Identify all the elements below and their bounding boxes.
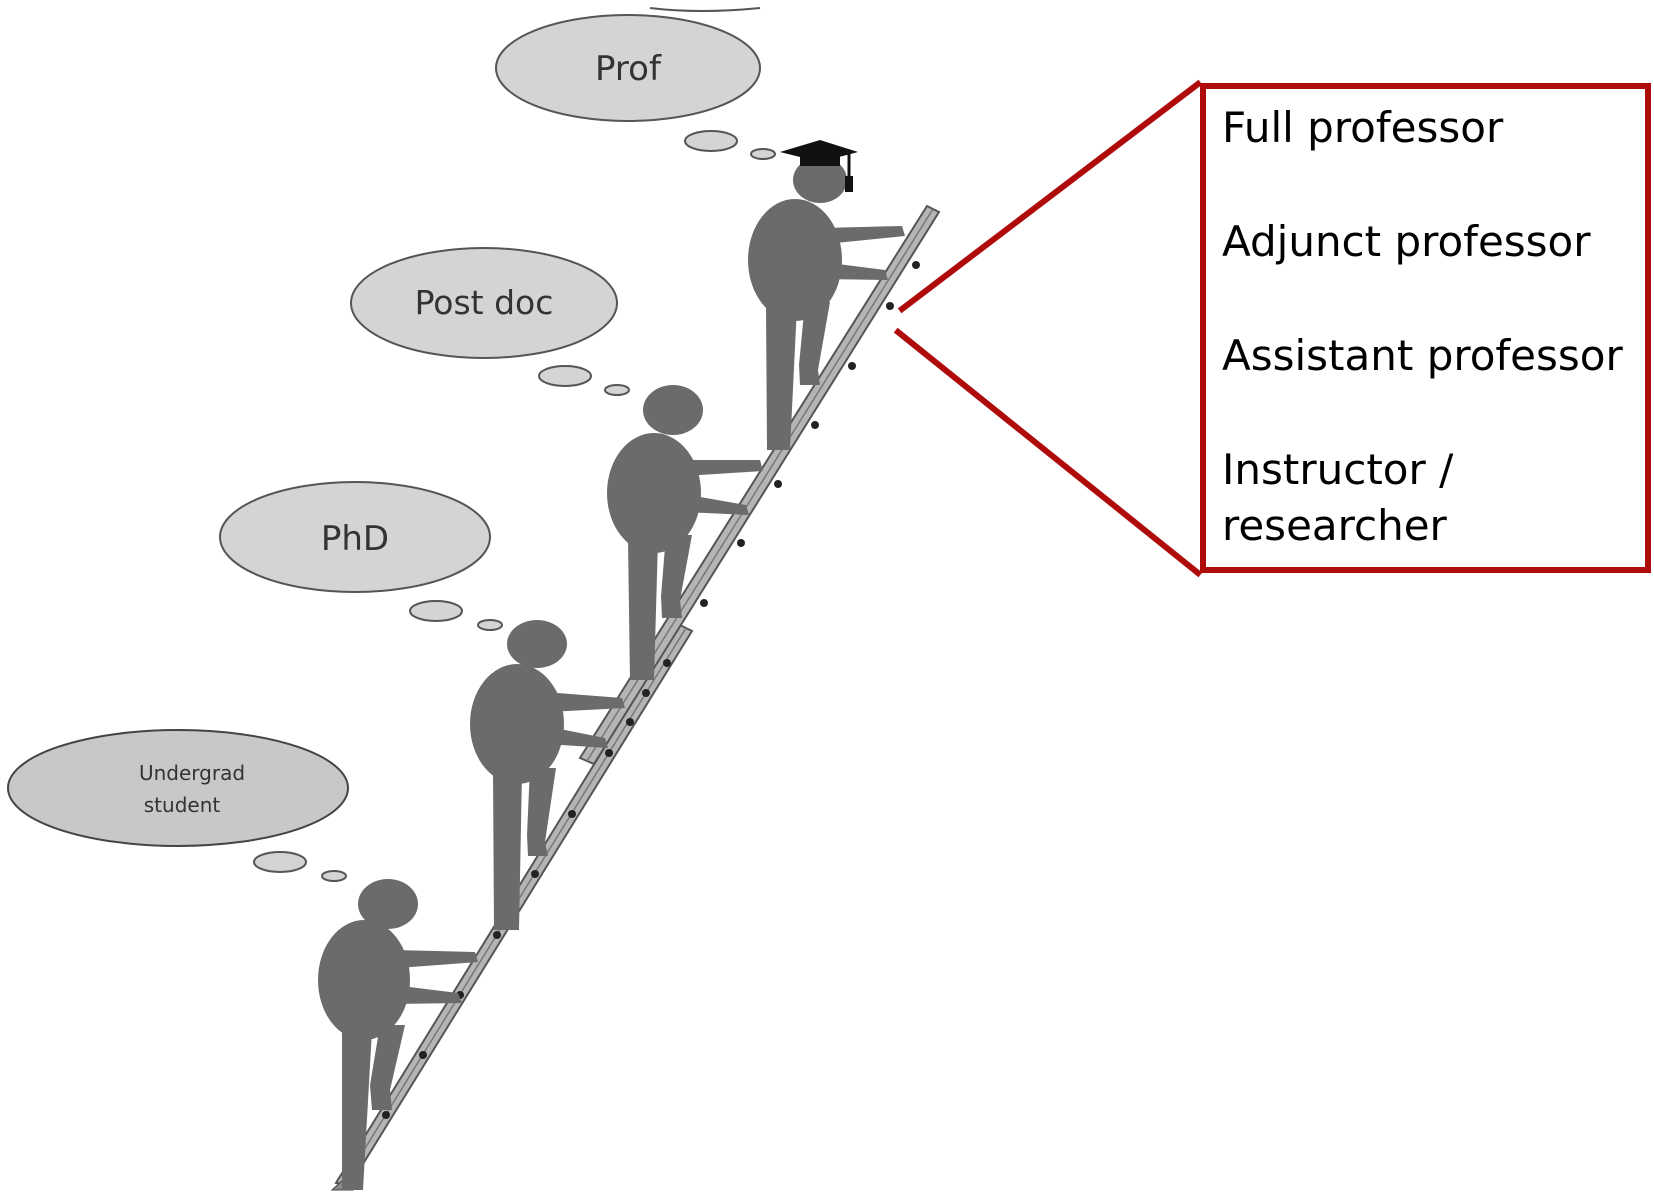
bubble-undergrad: Undergrad student xyxy=(7,729,349,882)
climber-undergrad xyxy=(318,879,478,1190)
cropped-bubble-top xyxy=(649,7,761,12)
climber-prof xyxy=(748,157,905,450)
positions-box xyxy=(1200,83,1651,573)
bubble-phd: PhD xyxy=(219,481,503,631)
graduation-cap-icon xyxy=(780,140,858,192)
climber-postdoc xyxy=(607,385,763,680)
position-item: Assistant professor xyxy=(1222,331,1623,380)
bubble-prof-label: Prof xyxy=(595,49,662,89)
position-item: Full professor xyxy=(1222,103,1504,152)
bubble-prof: Prof xyxy=(495,14,776,160)
bubble-phd-label: PhD xyxy=(321,519,389,559)
bubble-postdoc-label: Post doc xyxy=(415,283,554,322)
callout-lines xyxy=(893,79,1203,578)
climber-phd xyxy=(470,620,625,930)
bubble-undergrad-label-line1: Undergrad xyxy=(139,761,245,785)
position-item: Adjunct professor xyxy=(1222,217,1591,266)
positions-list: Full professor Adjunct professor Assista… xyxy=(1222,103,1623,550)
position-item: Instructor / xyxy=(1222,445,1454,494)
position-item-continuation: researcher xyxy=(1222,501,1448,550)
ladder-rung-dots xyxy=(382,261,920,1119)
bubble-postdoc: Post doc xyxy=(350,247,630,396)
bubble-undergrad-label-line2: student xyxy=(144,793,221,817)
